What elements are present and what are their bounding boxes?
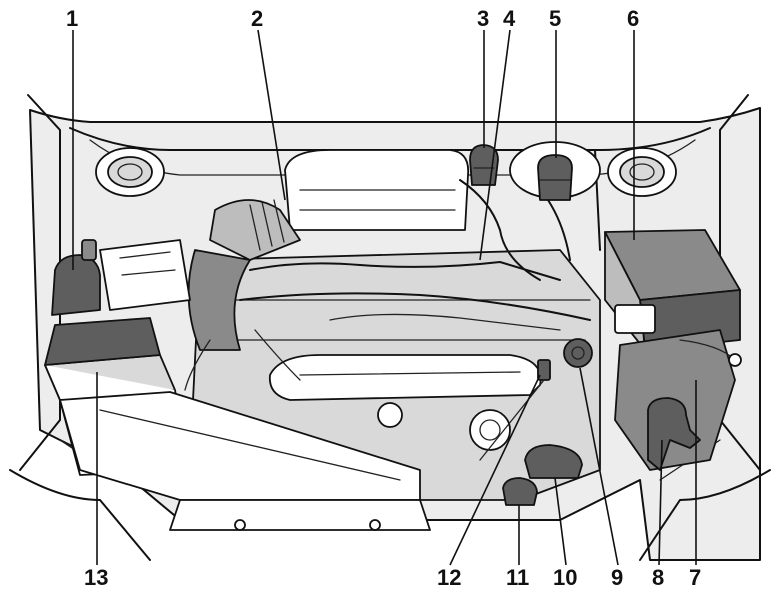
callout-labels: 1 2 3 4 5 6 7 8 9 10 11 12 13 [66,6,701,590]
callout-7: 7 [689,565,701,590]
intake-chamber [284,149,470,231]
battery [604,229,741,351]
air-intake-snorkel [59,391,431,531]
crossover-pipe [268,354,542,401]
callout-12: 12 [437,565,461,590]
left-strut-tower [95,147,165,197]
callout-11: 11 [506,565,529,590]
radiator-cap [563,338,593,368]
callout-10: 10 [553,565,577,590]
callout-5: 5 [549,6,561,31]
callout-4: 4 [503,6,516,31]
oil-level-dipstick [479,359,551,461]
right-strut-tower [607,147,677,197]
callout-1: 1 [66,6,78,31]
callout-3: 3 [477,6,489,31]
engine-oil-filler-cap [502,477,538,506]
leader-lines [72,29,697,566]
coolant-filler-cap [524,444,583,479]
callout-8: 8 [652,565,664,590]
callout-13: 13 [84,565,108,590]
intake-duct [187,199,301,351]
callout-9: 9 [611,565,623,590]
brake-fluid-reservoir [51,239,191,316]
callout-2: 2 [251,6,263,31]
power-steering-fluid-reservoir [509,141,601,201]
callout-6: 6 [627,6,639,31]
